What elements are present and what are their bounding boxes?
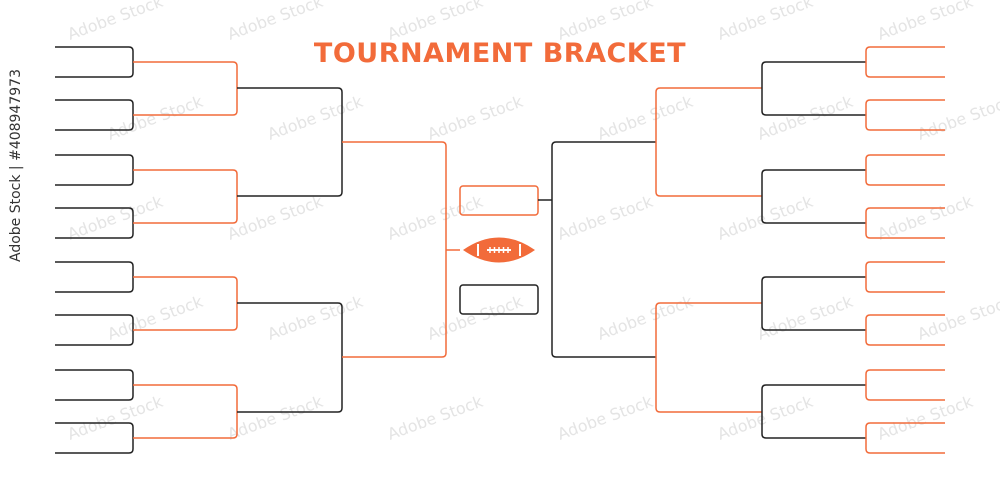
right-connector-r1-1[interactable] [761,61,866,116]
left-slot-7[interactable] [55,369,134,401]
champion-box[interactable] [459,284,539,315]
watermark-mark: Adobe Stock [225,0,326,44]
right-slot-8[interactable] [865,422,945,454]
watermark-mark: Adobe Stock [715,391,816,443]
watermark-mark: Adobe Stock [105,291,206,343]
right-round-1-connectors [761,61,866,439]
american-football-icon [463,237,535,263]
watermark-mark: Adobe Stock [65,191,166,243]
watermark-mark: Adobe Stock [425,91,526,143]
watermark-mark: Adobe Stock [385,191,486,243]
watermark-mark: Adobe Stock [755,291,856,343]
watermark-mark: Adobe Stock [265,91,366,143]
right-connector-r1-4[interactable] [761,384,866,439]
watermark-mark: Adobe Stock [875,191,976,243]
right-slot-2[interactable] [865,99,945,131]
watermark-mark: Adobe Stock [65,0,166,44]
watermark-mark: Adobe Stock [755,91,856,143]
left-slot-5[interactable] [55,261,134,293]
right-connector-r1-3[interactable] [761,276,866,331]
right-slot-7[interactable] [865,369,945,401]
left-first-round [55,46,134,454]
left-slot-1[interactable] [55,46,134,78]
right-round-2-connectors [655,87,762,413]
right-connector-r2-2[interactable] [655,302,762,413]
watermark-mark: Adobe Stock [555,191,656,243]
watermark-mark: Adobe Stock [595,291,696,343]
watermark-mark: Adobe Stock [595,91,696,143]
right-slot-4[interactable] [865,207,945,239]
watermark-mark: Adobe Stock [555,0,656,44]
watermark-mark: Adobe Stock [715,0,816,44]
watermark-mark: Adobe Stock [385,0,486,44]
left-slot-3[interactable] [55,154,134,186]
right-first-round [865,46,945,454]
right-connector-r3[interactable] [551,141,656,358]
watermark-mark: Adobe Stock [225,391,326,443]
watermark-mark: Adobe Stock [265,291,366,343]
watermark-mark: Adobe Stock [425,291,526,343]
watermark-mark: Adobe Stock [915,291,1000,343]
right-connector-r1-2[interactable] [761,169,866,224]
right-slot-5[interactable] [865,261,945,293]
page-title: TOURNAMENT BRACKET [313,38,687,69]
right-slot-6[interactable] [865,314,945,346]
stock-watermark-id: Adobe Stock | #408947973 [8,69,24,262]
watermark-mark: Adobe Stock [385,391,486,443]
watermark-mark: Adobe Stock [875,0,976,44]
right-slot-3[interactable] [865,154,945,186]
right-slot-1[interactable] [865,46,945,78]
watermark-mark: Adobe Stock [555,391,656,443]
watermark-mark: Adobe Stock [225,191,326,243]
right-connector-r2-1[interactable] [655,87,762,197]
watermark-mark: Adobe Stock [715,191,816,243]
